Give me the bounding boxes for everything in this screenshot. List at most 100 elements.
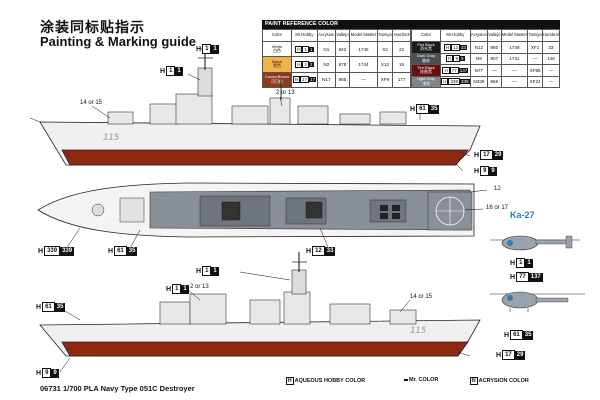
callout-mr-number: 137 bbox=[528, 272, 543, 282]
table-cell-acrysion: N12 bbox=[469, 41, 489, 54]
callout-number: 339 bbox=[44, 246, 61, 256]
callout-mr-number: 1 bbox=[211, 44, 219, 54]
table-cell-tamiya: XF9 bbox=[376, 71, 394, 89]
hull-bottom-top bbox=[61, 149, 469, 166]
side-profile-top: 115 bbox=[29, 48, 481, 166]
callout-h-letter: H bbox=[108, 247, 114, 255]
table-cell-acrysion: N17 bbox=[316, 71, 336, 89]
callout-mr-number: 339 bbox=[60, 246, 75, 256]
product-code: 06731 1/700 PLA Navy Type 051C Destroyer bbox=[40, 384, 195, 393]
callout-number: 61 bbox=[510, 330, 523, 340]
column-header: Color bbox=[262, 29, 292, 42]
callout-mr-number: 9 bbox=[51, 368, 59, 378]
title-english: Painting & Marking guide bbox=[40, 34, 197, 49]
column-header: Tamiya bbox=[527, 29, 543, 42]
callout-h-letter: H bbox=[38, 247, 44, 255]
callout-number: 9 bbox=[42, 368, 52, 378]
callout-number: 9 bbox=[480, 166, 490, 176]
callout-h-letter: H bbox=[36, 303, 42, 311]
callout-number: 17 bbox=[502, 350, 515, 360]
callout-mr-number: 1 bbox=[175, 66, 183, 76]
callout-number: 1 bbox=[166, 66, 176, 76]
callout-mr-number: 33 bbox=[324, 246, 336, 256]
table-cell-vallejo: 878 bbox=[334, 56, 350, 73]
callout-mr-number: 29 bbox=[492, 150, 504, 160]
callout-h-letter: H bbox=[306, 247, 312, 255]
callout-number: 1 bbox=[202, 44, 212, 54]
legend-mr-color: Mr. COLOR bbox=[404, 377, 438, 383]
callout-mr-number: 35 bbox=[428, 104, 440, 114]
callout-h-letter: H bbox=[410, 105, 416, 113]
callout-h-letter: H bbox=[196, 45, 202, 53]
hull-number-bottom: 115 bbox=[410, 326, 427, 336]
hull-bottom-bottom bbox=[61, 341, 469, 357]
callout-number: 1 bbox=[202, 266, 212, 276]
callout-mr-number: 35 bbox=[126, 246, 138, 256]
callout-number: 12 bbox=[312, 246, 325, 256]
table-cell-vallejo: 866 bbox=[487, 75, 502, 88]
callout-h-letter: H bbox=[496, 351, 502, 359]
callout-number: 1 bbox=[172, 284, 182, 294]
callout-h-letter: H bbox=[196, 267, 202, 275]
paint-table-heading: PAINT REFERENCE COLOR bbox=[262, 20, 560, 29]
column-header: Humbrol bbox=[541, 29, 561, 42]
callout-number: 61 bbox=[42, 302, 55, 312]
plan-view bbox=[37, 182, 475, 238]
helicopter-label: Ka-27 bbox=[510, 210, 535, 220]
callout-number: 1 bbox=[516, 258, 526, 268]
legend-aqueous-box: H bbox=[286, 377, 294, 385]
callout-mr-number: 35 bbox=[54, 302, 66, 312]
callout-h-letter: H bbox=[510, 273, 516, 281]
callout-mr-number: 9 bbox=[489, 166, 497, 176]
callout-number: 17 bbox=[480, 150, 493, 160]
table-cell-humbrol: 177 bbox=[392, 71, 411, 89]
table-cell-model-master: — bbox=[500, 75, 529, 88]
title-chinese: 涂装同标贴指示 bbox=[40, 19, 145, 35]
callout-h-letter: H bbox=[510, 259, 516, 267]
table-cell-vallejo: 985 bbox=[334, 71, 350, 89]
table-cell-acrysion: N1 bbox=[316, 40, 336, 58]
table-cell-tamiya: — bbox=[527, 52, 543, 65]
legend-mr-text: Mr. COLOR bbox=[409, 377, 439, 383]
helicopter-top-view bbox=[490, 235, 580, 251]
table-cell-vallejo: 950 bbox=[487, 41, 502, 54]
hull-number-top: 115 bbox=[103, 133, 120, 143]
legend-acrysion-box: N bbox=[470, 377, 478, 385]
label-2-or-13-top: 2 or 13 bbox=[276, 90, 295, 96]
label-2-or-13-bottom: 2 or 13 bbox=[190, 284, 209, 290]
table-cell-tamiya: XF24 bbox=[527, 75, 543, 88]
callout-mr-number: 1 bbox=[181, 284, 189, 294]
callout-number: 77 bbox=[516, 272, 529, 282]
helicopter-side-view bbox=[490, 291, 585, 312]
callout-mr-number: 1 bbox=[525, 258, 533, 268]
label-14-or-15-bottom: 14 or 15 bbox=[410, 294, 433, 300]
table-cell-humbrol: — bbox=[541, 75, 561, 88]
